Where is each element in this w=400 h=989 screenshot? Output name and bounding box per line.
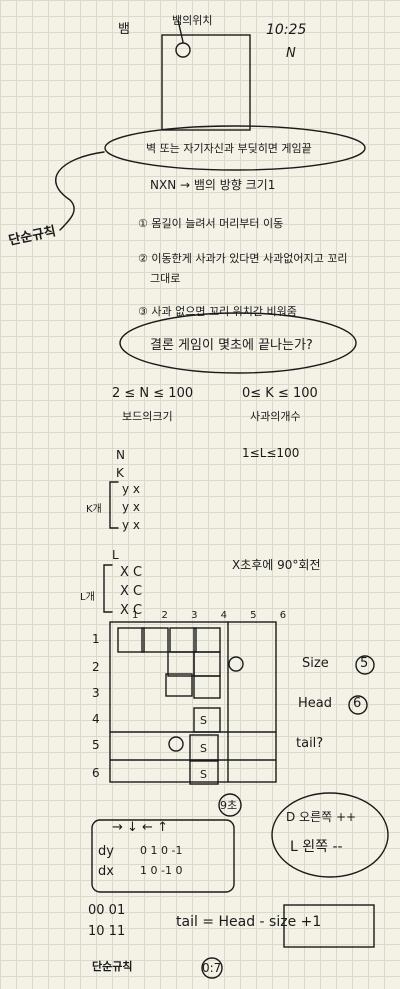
rule-1: ① 몸길이 늘려서 머리부터 이동 xyxy=(138,217,284,230)
dy-label: dy xyxy=(98,844,114,859)
board-row-3: 3 xyxy=(92,686,100,700)
footer-value: 0:7 xyxy=(202,961,222,975)
size-value: 5 xyxy=(360,656,369,671)
input-l-row-3: X C xyxy=(120,603,143,618)
rule-2a: ② 이동한게 사과가 있다면 사과없어지고 꼬리 xyxy=(138,252,348,265)
rotation-note: X초후에 90°회전 xyxy=(232,558,321,572)
head-label: Head xyxy=(298,696,332,711)
rule-3: ③ 사과 없으면 꼬리 위치간 비워줌 xyxy=(138,305,297,318)
board-row-1: 1 xyxy=(92,632,100,646)
gameover-ellipse xyxy=(104,125,366,171)
board-col-header: 1 2 3 4 5 6 xyxy=(132,610,297,621)
snake-cell-mark-2: S xyxy=(200,742,207,755)
time-note: 9초 xyxy=(220,799,238,812)
board-row-6: 6 xyxy=(92,766,100,780)
input-n: N xyxy=(116,448,125,462)
snake-cell-mark-1: S xyxy=(200,714,207,727)
dx-label: dx xyxy=(98,864,114,879)
gameover-rule: 벽 또는 자기자신과 부딪히면 게임끝 xyxy=(146,142,312,155)
board-row-4: 4 xyxy=(92,712,100,726)
input-k: K xyxy=(116,466,124,480)
board-sketch-box xyxy=(161,34,251,131)
dx-values: 1 0 -1 0 xyxy=(140,864,183,877)
l-left-note: L 왼쪽 -- xyxy=(290,839,343,855)
input-k-row-1: y x xyxy=(122,482,141,496)
rule-2b: 그대로 xyxy=(150,272,181,285)
question-text: 결론 게임이 몇초에 끝나는가? xyxy=(150,338,313,353)
apple-circle xyxy=(175,42,191,58)
input-l-row-2: X C xyxy=(120,584,143,599)
snake-cell-mark-3: S xyxy=(200,768,207,781)
input-k-row-3: y x xyxy=(122,518,141,532)
direction-arrows: → ↓ ← ↑ xyxy=(112,820,168,835)
input-l: L xyxy=(112,548,119,562)
k-caption: 사과의개수 xyxy=(250,410,301,423)
d-right-note: D 오른쪽 ++ xyxy=(286,810,357,824)
question-ellipse xyxy=(119,312,357,374)
dy-values: 0 1 0 -1 xyxy=(140,844,183,857)
direction-label: N xyxy=(286,46,296,61)
tail-formula: tail = Head - size +1 xyxy=(176,914,322,930)
board-row-5: 5 xyxy=(92,738,100,752)
footer-tag: 단순규칙 xyxy=(92,960,133,973)
board-grid-rect xyxy=(109,621,277,783)
time-label: 10:25 xyxy=(266,22,307,38)
board-direction-line: NXN → 뱀의 방향 크기1 xyxy=(150,178,276,192)
n-range: 2 ≤ N ≤ 100 xyxy=(112,386,194,401)
input-k-row-2: y x xyxy=(122,500,141,514)
k-range: 0≤ K ≤ 100 xyxy=(242,386,318,401)
board-row-2: 2 xyxy=(92,660,100,674)
index-grid-row-1: 00 01 xyxy=(88,903,126,918)
apple-position-label: 뱀의위치 xyxy=(172,14,213,27)
index-grid-row-2: 10 11 xyxy=(88,924,126,939)
n-caption: 보드의크기 xyxy=(122,410,173,423)
input-l-side: L개 xyxy=(80,592,95,603)
size-label: Size xyxy=(302,656,329,671)
input-k-side: K개 xyxy=(86,504,102,515)
tail-label: tail? xyxy=(296,736,324,751)
snake-label: 뱀 xyxy=(118,22,130,37)
head-value: 6 xyxy=(353,696,362,711)
l-range: 1≤L≤100 xyxy=(242,446,300,460)
input-l-row-1: X C xyxy=(120,565,143,580)
